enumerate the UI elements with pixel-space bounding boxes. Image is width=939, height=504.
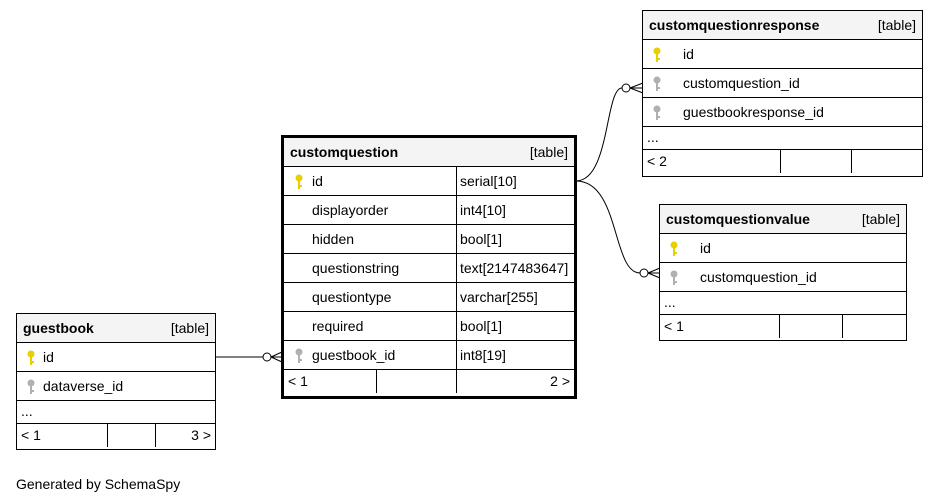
link-customquestion-response (575, 87, 623, 182)
column-name: required (312, 318, 364, 334)
table-name: customquestion (290, 144, 399, 160)
primary-key-icon (653, 47, 661, 62)
column-type: bool[1] (460, 318, 503, 334)
children-count-link[interactable]: 2 > (550, 373, 570, 389)
foreign-key-icon (653, 105, 661, 120)
primary-key-icon (295, 174, 303, 189)
column-row[interactable]: questionstring text[2147483647] (284, 254, 574, 283)
column-type: int8[19] (460, 347, 506, 363)
column-name: questiontype (312, 289, 392, 305)
link-optional-marker (639, 268, 649, 278)
column-row[interactable]: id serial[10] (284, 167, 574, 196)
foreign-key-icon (27, 379, 35, 394)
more-columns: ... (660, 292, 906, 315)
table-name: customquestionresponse (649, 17, 820, 33)
column-row[interactable]: guestbook_id int8[19] (284, 341, 574, 370)
column-row[interactable]: customquestion_id (643, 69, 922, 98)
table-header: customquestionresponse [table] (643, 11, 922, 40)
ellipsis-text: ... (21, 403, 33, 419)
ellipsis-text: ... (664, 294, 676, 310)
table-header: guestbook [table] (17, 314, 215, 343)
foreign-key-icon (670, 270, 678, 285)
column-type: int4[10] (460, 202, 506, 218)
primary-key-icon (670, 241, 678, 256)
column-row[interactable]: id (643, 40, 922, 69)
column-name: id (700, 240, 711, 256)
link-optional-marker (621, 83, 631, 93)
table-kind: [table] (861, 211, 900, 227)
column-row[interactable]: guestbookresponse_id (643, 98, 922, 127)
parents-count-link[interactable]: < 1 (664, 318, 684, 334)
column-name: guestbookresponse_id (683, 104, 824, 120)
column-row[interactable]: required bool[1] (284, 312, 574, 341)
column-name: hidden (312, 231, 355, 247)
table-footer: < 2 (643, 150, 922, 173)
table-kind: [table] (170, 320, 209, 336)
parents-count-link[interactable]: < 1 (21, 427, 41, 443)
table-footer: < 1 (660, 315, 906, 338)
column-name: customquestion_id (700, 269, 817, 285)
column-name: id (43, 349, 54, 365)
table-kind: [table] (877, 17, 916, 33)
table-customquestionresponse[interactable]: customquestionresponse [table] id custom… (642, 10, 923, 177)
table-header: customquestion [table] (284, 138, 574, 167)
table-footer: < 1 2 > (284, 370, 574, 393)
foreign-key-icon (295, 348, 303, 363)
column-row[interactable]: questiontype varchar[255] (284, 283, 574, 312)
column-type: text[2147483647] (460, 260, 569, 276)
table-name: guestbook (23, 320, 94, 336)
column-row[interactable]: id (17, 343, 215, 372)
link-crowfoot (270, 351, 283, 363)
more-columns: ... (643, 127, 922, 150)
ellipsis-text: ... (647, 129, 659, 145)
table-name: customquestionvalue (666, 211, 810, 227)
column-row[interactable]: hidden bool[1] (284, 225, 574, 254)
column-name: questionstring (312, 260, 400, 276)
column-name: id (312, 173, 323, 189)
column-name: dataverse_id (43, 378, 124, 394)
column-row[interactable]: id (660, 234, 906, 263)
column-name: customquestion_id (683, 75, 800, 91)
link-crowfoot (629, 82, 644, 94)
table-header: customquestionvalue [table] (660, 205, 906, 234)
foreign-key-icon (653, 76, 661, 91)
column-name: guestbook_id (312, 347, 396, 363)
children-count-link[interactable]: 3 > (191, 427, 211, 443)
column-type: serial[10] (460, 173, 517, 189)
table-customquestion[interactable]: customquestion [table] id serial[10] dis… (281, 135, 577, 399)
column-type: varchar[255] (460, 289, 538, 305)
column-row[interactable]: displayorder int4[10] (284, 196, 574, 225)
column-name: displayorder (312, 202, 389, 218)
generator-credit: Generated by SchemaSpy (16, 476, 181, 492)
table-customquestionvalue[interactable]: customquestionvalue [table] id customque… (659, 204, 907, 341)
table-footer: < 1 3 > (17, 424, 215, 447)
column-row[interactable]: customquestion_id (660, 263, 906, 292)
table-kind: [table] (529, 144, 568, 160)
column-type: bool[1] (460, 231, 503, 247)
link-crowfoot (647, 267, 661, 279)
primary-key-icon (27, 350, 35, 365)
parents-count-link[interactable]: < 1 (288, 373, 308, 389)
link-customquestion-value (575, 180, 641, 274)
column-row[interactable]: dataverse_id (17, 372, 215, 401)
parents-count-link[interactable]: < 2 (647, 153, 667, 169)
link-optional-marker (262, 352, 272, 362)
table-guestbook[interactable]: guestbook [table] id dataverse_id ... < … (16, 313, 216, 450)
more-columns: ... (17, 401, 215, 424)
column-name: id (683, 46, 694, 62)
